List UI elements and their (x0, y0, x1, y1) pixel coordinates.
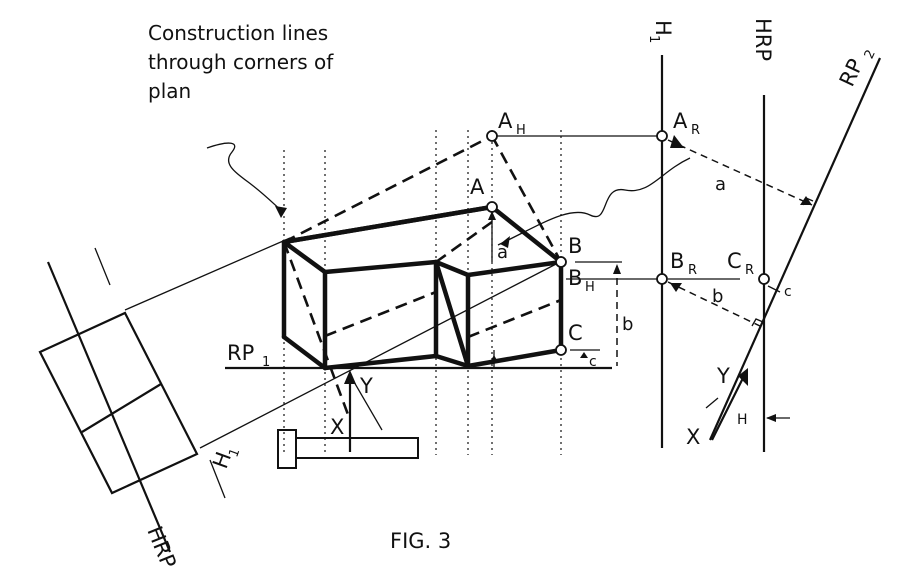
label-b-h-sub: H (585, 280, 595, 295)
point-a-r (656, 130, 668, 142)
object-edge-bottom-left (281, 334, 328, 371)
label-h1-top: H (651, 20, 675, 36)
arrow-c-up (580, 352, 588, 358)
point-c-r (758, 273, 770, 285)
dashed-hidden-1 (282, 241, 352, 421)
label-rp1-sub: 1 (262, 355, 270, 370)
arrow-b-right (670, 283, 682, 292)
arrow-curve-a (500, 236, 510, 248)
label-c-r: C (727, 249, 742, 273)
h-ext-left (705, 397, 719, 409)
label-rp1: RP (227, 341, 254, 365)
arrow-b-up (613, 264, 621, 274)
h1-projection-line-upper (124, 237, 291, 311)
object-edge-bottom-mid (322, 353, 439, 371)
dim-c-right (767, 285, 781, 293)
label-h-dim: H (737, 412, 748, 428)
h1-projection-line-lower (199, 261, 561, 449)
label-a-h: A (498, 109, 513, 133)
label-x-left: X (330, 415, 344, 439)
point-b (555, 256, 567, 268)
right-angle-a (802, 197, 814, 206)
label-rp2-sub: 2 (862, 48, 879, 62)
label-h1-bottom: H (208, 449, 236, 472)
dashed-hidden-3 (467, 298, 562, 339)
label-b-r: B (670, 249, 684, 273)
dim-b-right (667, 281, 761, 327)
y-arrow-right (711, 373, 746, 441)
rotated-plan (38, 311, 199, 495)
h-arrowhead (766, 414, 776, 422)
point-c (555, 344, 567, 356)
point-a-h (486, 130, 498, 142)
annotation-line-2: through corners of (148, 50, 334, 74)
point-b-r (656, 273, 668, 285)
label-y-left: Y (359, 374, 373, 398)
dashed-edge-top (283, 134, 493, 244)
label-h1-top-sub: 1 (646, 35, 661, 43)
t-square (277, 429, 419, 469)
label-c-r-sub: R (745, 263, 754, 278)
annotation-arrow (275, 206, 287, 218)
label-c-dim-left: c (589, 354, 597, 370)
label-hrp-top-group: HRP (751, 18, 775, 61)
label-hrp-bottom-group: HRP (142, 523, 180, 572)
annotation-leader (206, 142, 284, 213)
label-a-dim: a (497, 242, 508, 263)
label-c: C (568, 321, 583, 345)
label-a-dim-right: a (715, 174, 726, 195)
dashed-hidden-2 (324, 290, 437, 338)
label-a-r-sub: R (691, 123, 700, 138)
label-rp2-group: RP 2 (835, 48, 879, 91)
arrow-small (490, 355, 498, 362)
arrow-a-right-end (800, 196, 812, 205)
dashed-edge-right (490, 135, 563, 263)
plan-outline (38, 311, 199, 495)
label-a-r: A (673, 109, 688, 133)
dashed-plan-projection (282, 134, 563, 421)
object-top-back-edge (281, 204, 495, 245)
arrow-a-up (488, 211, 496, 220)
label-b-dim-right: b (712, 286, 723, 307)
curved-connector-a (497, 157, 691, 246)
point-a (486, 201, 498, 213)
label-hrp-bottom: HRP (142, 523, 180, 572)
label-c-dim-right: c (784, 284, 792, 300)
label-hrp-top: HRP (751, 18, 775, 61)
h1-tick-bottom (209, 459, 226, 499)
annotation-line-3: plan (148, 79, 191, 103)
t-square-head (277, 429, 297, 469)
label-x-right: X (686, 425, 700, 449)
object-edge-notch-diag (433, 259, 471, 369)
object-edge-step-bottom (433, 353, 471, 369)
label-b-dim-left: b (622, 314, 633, 335)
label-b-h: B (568, 266, 582, 290)
tick-upper-left (94, 247, 111, 286)
label-rp2: RP (835, 55, 868, 90)
label-y-right: Y (716, 364, 730, 388)
plan-divider (81, 383, 162, 433)
t-square-blade (295, 437, 419, 459)
right-angle-b (751, 318, 764, 327)
y-arrowhead-right (738, 368, 748, 386)
dashed-hidden-4 (435, 220, 493, 264)
dim-a-right (667, 139, 813, 206)
hrp-line-left (46, 261, 172, 553)
arrow-a-right-start (670, 135, 684, 148)
object-pictorial (281, 204, 564, 371)
figure-caption: FIG. 3 (390, 529, 451, 553)
object-edge-bottom-right (465, 347, 564, 369)
rp2-line (708, 57, 882, 441)
label-a-h-sub: H (516, 123, 526, 138)
label-b: B (568, 234, 582, 258)
label-a: A (470, 175, 485, 199)
angle-line-left (349, 374, 383, 431)
label-b-r-sub: R (688, 263, 697, 278)
label-h1-top-group: H 1 (646, 20, 675, 43)
annotation-line-1: Construction lines (148, 21, 328, 45)
